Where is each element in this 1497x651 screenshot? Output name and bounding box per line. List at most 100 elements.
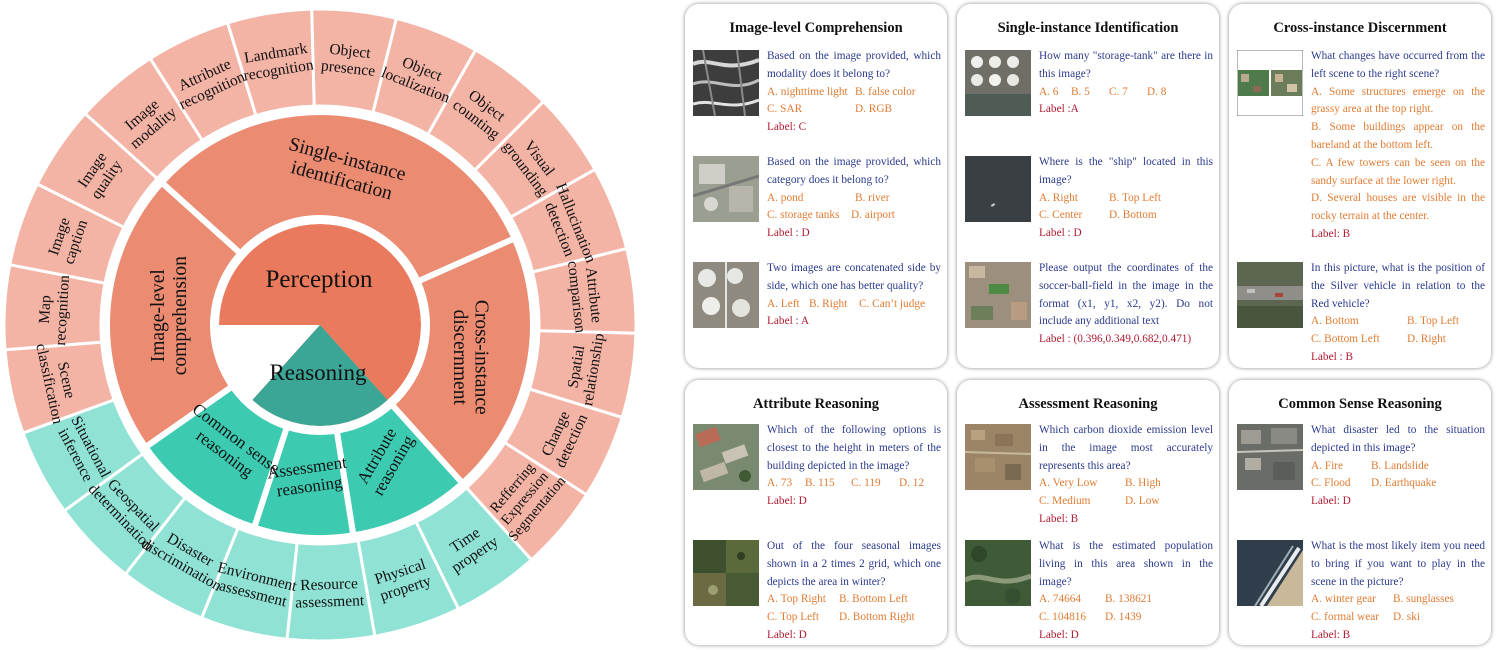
question-text: What changes have occurred from the left… [1311, 50, 1485, 80]
wheel-label-line: assessment [295, 592, 365, 611]
card-common-sense-reasoning: Common Sense Reasoning What disaster led… [1229, 380, 1491, 645]
option: C. A few towers can be seen on the sandy… [1311, 156, 1485, 187]
soccer-field-image [965, 262, 1031, 328]
option: D. Low [1125, 495, 1160, 508]
wheel-label-line: Object [328, 41, 372, 62]
option: D. Right [1407, 333, 1446, 346]
inner-ring-border [213, 218, 427, 432]
option: B. sunglasses [1393, 593, 1454, 606]
card-title: Single-instance Identification [997, 20, 1179, 36]
option: D. ski [1393, 611, 1420, 624]
outer-label-resource-assessment: Resourceassessment [294, 575, 365, 612]
option-row: C. SAR D. RGB [767, 101, 941, 119]
qa-item: Based on the image provided, which categ… [693, 154, 941, 254]
answer-label: Label: B [1311, 628, 1351, 641]
vehicle-image [1237, 262, 1303, 328]
urban-area-image [965, 424, 1031, 490]
option: B. Some buildings appear on the bareland… [1311, 121, 1485, 151]
option: C. SAR [767, 103, 803, 116]
option: B. 138621 [1105, 593, 1153, 606]
forest-river-image [965, 540, 1031, 606]
card-attribute-reasoning: Attribute Reasoning Which of the followi… [685, 380, 947, 645]
option: A. Very Low [1039, 477, 1098, 490]
inner-segment-perception [219, 223, 422, 401]
question-text: What is the most likely item you need to… [1311, 540, 1485, 588]
option-row: A. winter gear B. sunglasses [1311, 591, 1485, 609]
wheel-label-line: Attribute [582, 266, 605, 324]
option: A. 74664 [1039, 593, 1082, 606]
qa-item: What disaster led to the situation depic… [1237, 422, 1485, 532]
center-label-reasoning: Reasoning [269, 360, 367, 385]
wheel-label-line: Resource [300, 575, 358, 594]
question-text: Which carbon dioxide emission level in t… [1039, 424, 1213, 472]
option: A. 6 [1039, 85, 1059, 98]
answer-label: Label : D [1039, 227, 1082, 240]
option: C. 119 [851, 477, 881, 490]
option: C. 104816 [1039, 611, 1087, 624]
option: A. Top Right [767, 593, 826, 606]
option-row: A. 74664 B. 138621 [1039, 591, 1213, 609]
option: C. Can’t judge [859, 297, 925, 310]
change-pair-image [1237, 50, 1303, 116]
option: D. RGB [855, 103, 893, 116]
card-assessment-reasoning: Assessment Reasoning Which carbon dioxid… [957, 380, 1219, 645]
sea-ship-image [965, 156, 1031, 222]
answer-label: Label :A [1039, 103, 1079, 116]
card-image-level-comprehension: Image-level Comprehension Based on the i… [685, 4, 947, 368]
option-row: C. Bottom Left D. Right [1311, 331, 1485, 349]
seasonal-grid-image [693, 540, 759, 606]
qa-item: Based on the image provided, which modal… [693, 48, 941, 148]
middle-label-assessment-reasoning: Assessmentreasoning [266, 453, 351, 502]
outer-segment-situational_inference [21, 397, 145, 513]
option: A. winter gear [1311, 593, 1376, 606]
option: D. Bottom Right [839, 611, 915, 624]
outer-label-attribute-comparison: Attributecomparison [564, 258, 606, 334]
question-text: What is the estimated population living … [1039, 540, 1213, 588]
wheel-label-line: Image-level [148, 269, 169, 363]
task-taxonomy-wheel: SceneclassificationMaprecognitionImageca… [2, 7, 638, 643]
building-height-image [693, 424, 759, 490]
option: D. 1439 [1105, 611, 1142, 624]
wheel-label-line: discernment [449, 310, 470, 406]
wheel-label-line: Spatial [565, 344, 589, 389]
question-text: Which of the following options is closes… [767, 424, 941, 472]
option: B. river [855, 191, 890, 204]
option: C. Bottom Left [1311, 333, 1380, 346]
beach-image [1237, 540, 1303, 606]
qa-item: Please output the coordinates of the soc… [965, 260, 1213, 360]
option: B. Bottom Left [839, 593, 908, 606]
qa-item: Two images are concatenated side by side… [693, 260, 941, 360]
wheel-label-line: comprehension [170, 256, 191, 375]
qa-item: Where is the "ship" located in this imag… [965, 154, 1213, 254]
option: D. Bottom [1109, 209, 1157, 222]
qa-item: What is the estimated population living … [965, 538, 1213, 641]
option: B. Top Left [1109, 191, 1162, 204]
disaster-image [1237, 424, 1303, 490]
sar-image [693, 50, 759, 116]
card-single-instance-identification: Single-instance Identification How many … [957, 4, 1219, 368]
question-text: Based on the image provided, which modal… [767, 50, 941, 80]
wheel-label-line: presence [320, 57, 376, 80]
card-cross-instance-discernment: Cross-instance Discernment What changes … [1229, 4, 1491, 368]
option: C. Medium [1039, 495, 1091, 508]
qa-item: What is the most likely item you need to… [1237, 538, 1485, 641]
outer-label-map-recognition: Maprecognition [35, 273, 73, 346]
answer-label: Label: D [1039, 628, 1079, 641]
option: B. Landslide [1371, 459, 1429, 472]
option: D. Several houses are visible in the roc… [1311, 192, 1485, 223]
question-text: How many "storage-tank" are there in thi… [1039, 50, 1213, 80]
option: D. airport [851, 209, 895, 222]
tank-pair-image [693, 262, 759, 328]
option: C. 7 [1109, 85, 1128, 98]
answer-label: Label: D [767, 628, 807, 641]
option: B. false color [855, 85, 916, 98]
answer-label: Label : (0.396,0.349,0.682,0.471) [1039, 333, 1192, 346]
qa-item: In this picture, what is the position of… [1237, 260, 1485, 363]
middle-label-cross-instance: Cross-instancediscernment [449, 300, 492, 415]
